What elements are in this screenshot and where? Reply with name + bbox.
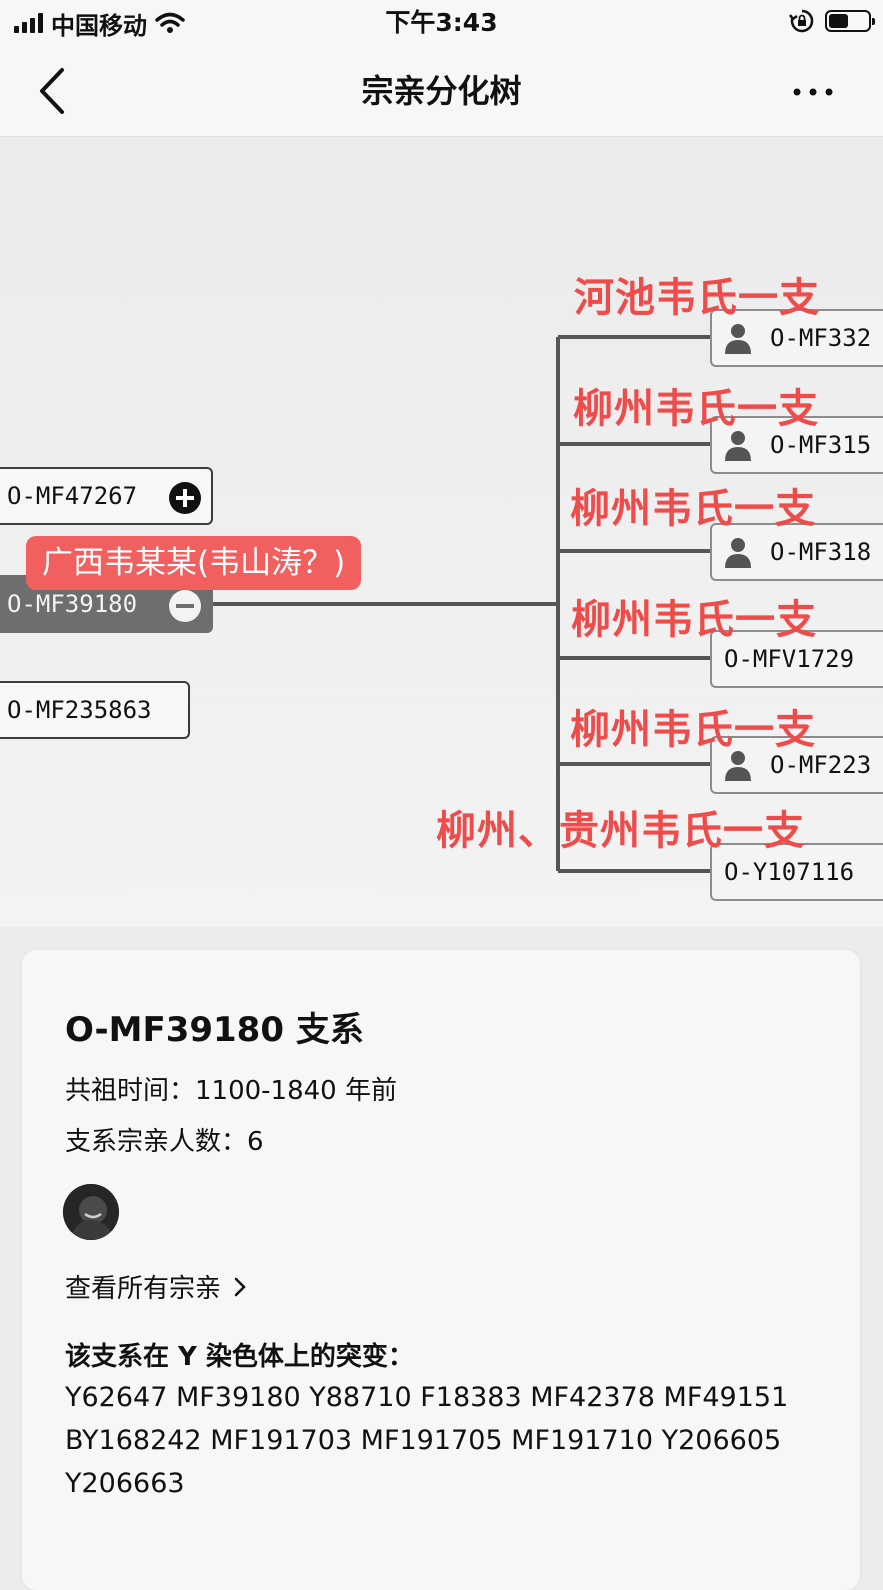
avatar[interactable] xyxy=(63,1184,119,1240)
branch-note-6: 柳州、贵州韦氏一支 xyxy=(436,808,805,854)
node-child-3[interactable]: O-MF318 xyxy=(710,523,883,581)
status-right xyxy=(789,8,875,34)
expand-icon[interactable] xyxy=(169,482,201,514)
node-o-mf235863[interactable]: O-MF235863 xyxy=(0,681,190,739)
branch-title: O-MF39180 支系 xyxy=(65,1010,364,1050)
node-label: O-MF315 xyxy=(770,431,872,459)
rotation-lock-icon xyxy=(789,9,814,33)
mutations-title: 该支系在 Y 染色体上的突变： xyxy=(65,1342,414,1372)
branch-note-5: 柳州韦氏一支 xyxy=(570,707,816,753)
common-ancestor-time: 共祖时间：1100-1840 年前 xyxy=(65,1076,397,1106)
lineage-tree[interactable]: O-MF47267 O-MF39180 O-MF235863 广西韦某某(韦山涛… xyxy=(0,137,883,927)
person-icon xyxy=(725,431,751,461)
branch-note-1: 河池韦氏一支 xyxy=(574,275,820,321)
nav-bar: 宗亲分化树 xyxy=(0,46,883,137)
person-icon xyxy=(725,324,751,354)
node-o-mf47267[interactable]: O-MF47267 xyxy=(0,467,213,525)
view-all-relatives-link[interactable]: 查看所有宗亲 xyxy=(65,1268,247,1305)
tree-connector-lines xyxy=(212,335,712,873)
person-icon xyxy=(725,751,751,781)
node-label: O-MF235863 xyxy=(7,696,152,724)
signal-icon xyxy=(14,13,43,33)
page-title: 宗亲分化树 xyxy=(361,72,522,110)
branch-info-card: O-MF39180 支系 共祖时间：1100-1840 年前 支系宗亲人数：6 … xyxy=(22,950,860,1590)
person-icon xyxy=(725,538,751,568)
annotation-badge: 广西韦某某(韦山涛？) xyxy=(26,536,362,590)
status-left: 中国移动 xyxy=(14,6,185,40)
view-all-label: 查看所有宗亲 xyxy=(65,1274,222,1304)
member-count: 支系宗亲人数：6 xyxy=(65,1127,264,1157)
branch-note-2: 柳州韦氏一支 xyxy=(573,386,819,432)
chevron-left-icon xyxy=(40,68,64,114)
status-time: 下午3:43 xyxy=(385,8,498,37)
node-label: O-MF223 xyxy=(770,751,872,779)
node-child-6[interactable]: O-Y107116 xyxy=(710,843,883,901)
node-label: O-MF47267 xyxy=(7,482,138,510)
avatar-image xyxy=(63,1184,119,1240)
status-bar: 中国移动 下午3:43 xyxy=(0,0,883,46)
node-child-4[interactable]: O-MFV1729 xyxy=(710,630,883,688)
node-child-1[interactable]: O-MF332 xyxy=(710,309,883,367)
collapse-icon[interactable] xyxy=(169,590,201,622)
node-label: O-MF39180 xyxy=(7,590,138,618)
node-label: O-MF318 xyxy=(770,538,872,566)
more-button[interactable] xyxy=(787,72,847,112)
node-child-5[interactable]: O-MF223 xyxy=(710,736,883,794)
wifi-icon xyxy=(155,12,185,33)
carrier-name: 中国移动 xyxy=(51,11,147,40)
node-label: O-Y107116 xyxy=(724,858,855,886)
branch-note-3: 柳州韦氏一支 xyxy=(570,486,816,532)
mutations-list: Y62647 MF39180 Y88710 F18383 MF42378 MF4… xyxy=(65,1382,789,1499)
node-label: O-MF332 xyxy=(770,324,872,352)
more-icon xyxy=(793,88,833,96)
back-button[interactable] xyxy=(28,64,82,118)
node-child-2[interactable]: O-MF315 xyxy=(710,416,883,474)
branch-note-4: 柳州韦氏一支 xyxy=(571,597,817,643)
chevron-right-icon xyxy=(234,1277,246,1296)
battery-icon xyxy=(825,10,875,32)
node-label: O-MFV1729 xyxy=(724,645,855,673)
